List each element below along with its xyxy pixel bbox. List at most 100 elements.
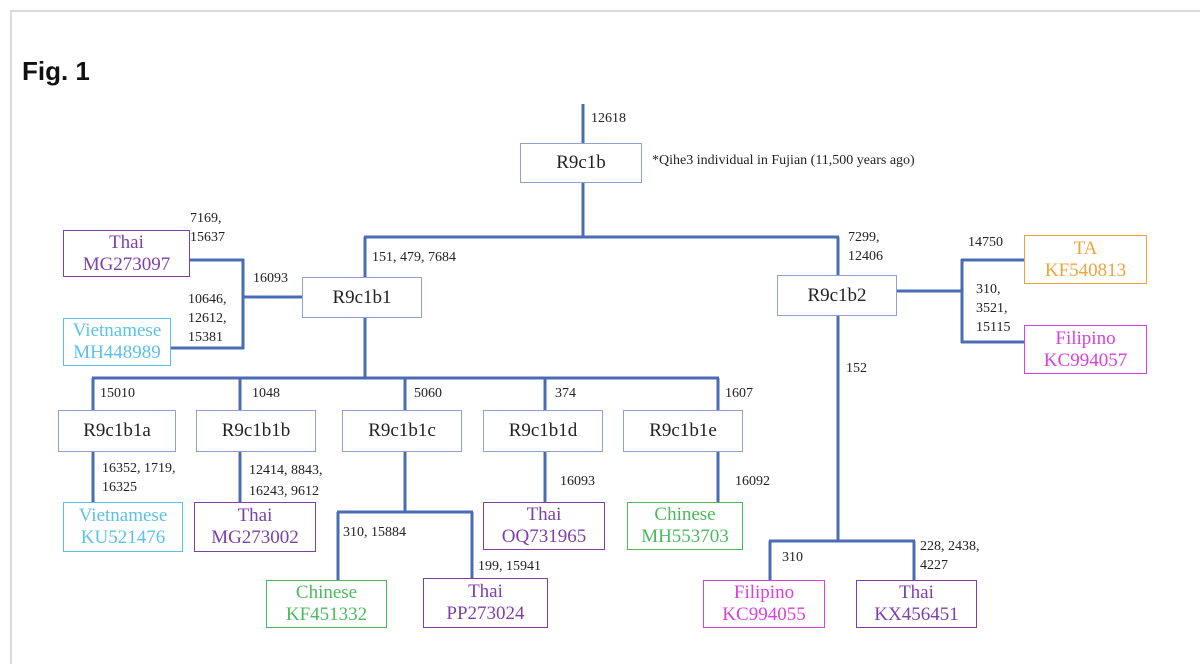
mutation-line: 14750: [968, 235, 1003, 250]
mutation-line: 310,: [976, 282, 1001, 297]
haplogroup-label: R9c1b1d: [508, 420, 578, 441]
mutation-line: 374: [555, 386, 576, 401]
haplogroup-node-r9c1b1d: R9c1b1d: [483, 410, 603, 452]
sample-population: Filipino: [733, 582, 795, 603]
mutation-line: 152: [846, 361, 867, 376]
sample-population: Chinese: [295, 582, 358, 603]
sample-population: Thai: [468, 581, 503, 602]
ancient-sample-note: *Qihe3 individual in Fujian (11,500 year…: [652, 153, 915, 168]
sample-accession: PP273024: [446, 603, 525, 624]
mutation-label-root: 12618: [591, 109, 626, 128]
figure-label: Fig. 1: [22, 56, 90, 86]
sample-accession: KC994057: [1043, 349, 1128, 371]
mutation-label-vietnamese-ku521476: 16352, 1719, 16325: [102, 459, 176, 497]
mutation-line: 16325: [102, 480, 137, 495]
mutation-line: 16093: [560, 474, 595, 489]
haplogroup-node-r9c1b1a: R9c1b1a: [58, 410, 176, 452]
mutation-line: 12618: [591, 111, 626, 126]
mutation-line: 15637: [190, 230, 225, 245]
mutation-label-r9c1b2-lower-clade: 152: [846, 359, 867, 378]
sample-box-chinese-mh553703: Chinese MH553703: [627, 502, 743, 550]
haplogroup-label: R9c1b1: [332, 286, 392, 308]
sample-population: Vietnamese: [72, 320, 162, 341]
sample-box-thai-mg273002: Thai MG273002: [194, 502, 316, 552]
branch-lines: [91, 104, 1024, 580]
mutation-label-chinese-kf451332: 310, 15884: [343, 523, 406, 542]
mutation-line: 16093: [253, 271, 288, 286]
mutation-label-thai-mg273002: 12414, 8843, 16243, 9612: [249, 460, 323, 502]
sample-box-filipino-kc994055: Filipino KC994055: [703, 580, 825, 628]
haplogroup-label: R9c1b1b: [221, 420, 291, 441]
sample-accession: KC994055: [722, 604, 806, 625]
mutation-label-vietnamese-mh448989: 10646, 12612, 15381: [188, 290, 227, 347]
mutation-line: 16243, 9612: [249, 484, 319, 499]
sample-box-filipino-kc994057: Filipino KC994057: [1024, 325, 1147, 374]
haplogroup-node-r9c1b1b: R9c1b1b: [196, 410, 316, 452]
mutation-label-r9c1b1b: 1048: [252, 384, 280, 403]
mutation-label-r9c1b2: 7299, 12406: [848, 228, 883, 266]
mutation-line: 7299,: [848, 230, 880, 245]
mutation-label-ta-kf540813: 14750: [968, 233, 1003, 252]
mutation-line: 15010: [100, 386, 135, 401]
sample-box-chinese-kf451332: Chinese KF451332: [266, 580, 387, 628]
mutation-line: 1607: [725, 386, 753, 401]
sample-accession: KU521476: [80, 527, 166, 548]
sample-population: Filipino: [1055, 327, 1116, 349]
mutation-label-thai-oq731965: 16093: [560, 472, 595, 491]
haplogroup-node-r9c1b1e: R9c1b1e: [623, 410, 743, 452]
sample-population: Thai: [237, 505, 273, 526]
sample-box-ta-kf540813: TA KF540813: [1024, 235, 1147, 284]
sample-box-thai-oq731965: Thai OQ731965: [483, 502, 605, 550]
mutation-label-thai-mg273097: 7169, 15637: [190, 209, 225, 247]
sample-population: TA: [1073, 237, 1098, 259]
mutation-label-r9c1b1c: 5060: [414, 384, 442, 403]
mutation-line: 7169,: [190, 211, 222, 226]
mutation-label-thai-kx456451: 228, 2438, 4227: [920, 537, 980, 575]
sample-accession: KF540813: [1044, 259, 1127, 281]
sample-population: Thai: [899, 582, 934, 603]
sample-accession: MH553703: [641, 526, 729, 547]
mutation-label-filipino-kc994055: 310: [782, 548, 803, 567]
sample-accession: OQ731965: [501, 526, 587, 547]
mutation-line: 16092: [735, 474, 770, 489]
sample-accession: KX456451: [874, 604, 959, 625]
sample-population: Thai: [526, 504, 562, 525]
mutation-line: 5060: [414, 386, 442, 401]
mutation-label-filipino-kc994057: 310, 3521, 15115: [976, 280, 1010, 337]
sample-box-thai-pp273024: Thai PP273024: [423, 578, 548, 628]
mutation-label-chinese-mh553703: 16092: [735, 472, 770, 491]
sample-accession: KF451332: [285, 604, 368, 625]
sample-population: Thai: [109, 231, 144, 253]
mutation-line: 12406: [848, 249, 883, 264]
mutation-line: 310, 15884: [343, 525, 406, 540]
haplogroup-node-r9c1b1c: R9c1b1c: [342, 410, 462, 452]
sample-box-vietnamese-ku521476: Vietnamese KU521476: [63, 502, 183, 552]
figure-frame: [10, 10, 1200, 664]
mutation-label-thai-vietnamese-clade: 16093: [253, 269, 288, 288]
mutation-line: 10646,: [188, 292, 227, 307]
mutation-label-r9c1b1d: 374: [555, 384, 576, 403]
sample-population: Vietnamese: [78, 505, 168, 526]
mutation-line: 310: [782, 550, 803, 565]
sample-box-vietnamese-mh448989: Vietnamese MH448989: [63, 318, 171, 366]
haplogroup-node-r9c1b1: R9c1b1: [302, 277, 422, 318]
sample-accession: MH448989: [73, 342, 161, 363]
sample-box-thai-mg273097: Thai MG273097: [63, 230, 190, 277]
mutation-line: 1048: [252, 386, 280, 401]
mutation-line: 15381: [188, 330, 223, 345]
mutation-line: 4227: [920, 558, 948, 573]
haplogroup-label: R9c1b1c: [368, 420, 436, 441]
mutation-line: 151, 479, 7684: [372, 250, 456, 265]
mutation-line: 3521,: [976, 301, 1008, 316]
mutation-label-r9c1b1: 151, 479, 7684: [372, 248, 456, 267]
haplogroup-label: R9c1b1e: [649, 420, 717, 441]
sample-accession: MG273002: [211, 527, 299, 548]
mutation-line: 199, 15941: [478, 559, 541, 574]
sample-accession: MG273097: [82, 253, 171, 275]
sample-box-thai-kx456451: Thai KX456451: [856, 580, 977, 628]
mutation-label-r9c1b1e: 1607: [725, 384, 753, 403]
mutation-label-r9c1b1a: 15010: [100, 384, 135, 403]
mutation-line: 228, 2438,: [920, 539, 980, 554]
haplogroup-node-r9c1b2: R9c1b2: [777, 275, 897, 316]
